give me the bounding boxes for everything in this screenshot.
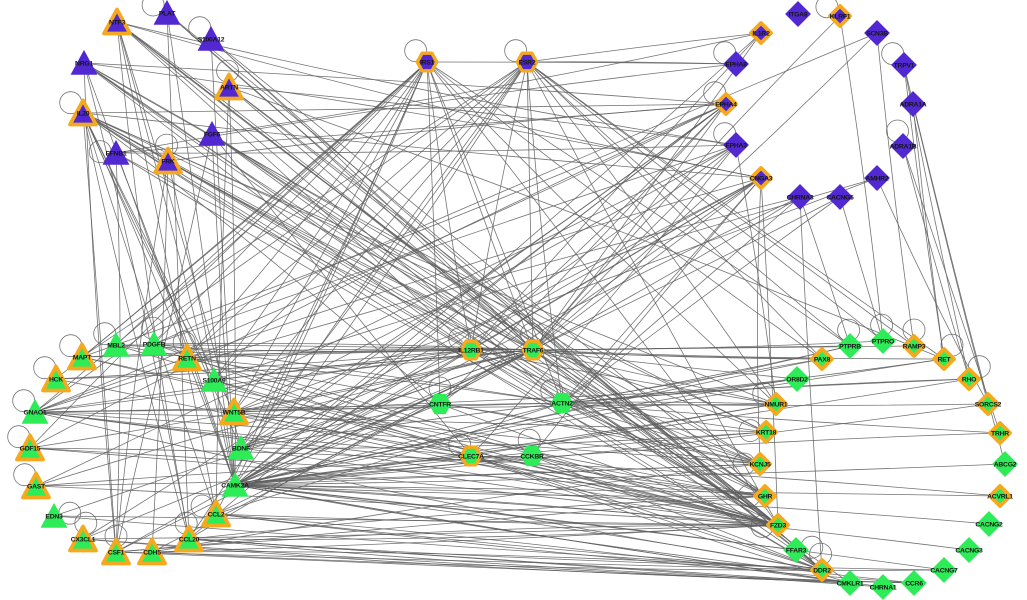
svg-text:AMHR2: AMHR2 — [866, 176, 889, 183]
svg-text:NTF3: NTF3 — [109, 20, 125, 27]
svg-text:CHRNA3: CHRNA3 — [787, 195, 814, 202]
svg-text:SORCS2: SORCS2 — [975, 402, 1002, 409]
svg-text:CSF1: CSF1 — [108, 550, 125, 557]
svg-text:TRHR: TRHR — [991, 431, 1009, 438]
svg-text:KLRF1: KLRF1 — [830, 14, 851, 21]
svg-text:NRG1: NRG1 — [75, 61, 93, 68]
svg-text:IL20: IL20 — [77, 111, 90, 118]
svg-text:TRAF6: TRAF6 — [523, 348, 544, 355]
svg-text:FZD3: FZD3 — [770, 523, 786, 530]
svg-text:ADRA1B: ADRA1B — [890, 144, 917, 151]
svg-text:EDN3: EDN3 — [45, 514, 63, 521]
svg-text:CNTFR: CNTFR — [429, 402, 451, 409]
svg-text:GNAO1: GNAO1 — [24, 410, 47, 417]
svg-text:CDH5: CDH5 — [143, 550, 161, 557]
svg-text:PTPRO: PTPRO — [872, 339, 894, 346]
svg-text:NMUR1: NMUR1 — [765, 402, 788, 409]
svg-text:MBL2: MBL2 — [107, 343, 125, 350]
svg-text:FFAR3: FFAR3 — [786, 548, 807, 555]
svg-text:PTPRB: PTPRB — [839, 344, 861, 351]
svg-text:EFNB1: EFNB1 — [105, 151, 127, 158]
svg-text:PAX8: PAX8 — [814, 357, 831, 364]
svg-text:CCL20: CCL20 — [179, 537, 200, 544]
svg-text:GDF15: GDF15 — [20, 446, 41, 453]
svg-text:RET: RET — [938, 357, 952, 364]
svg-text:KCNJ5: KCNJ5 — [749, 462, 771, 469]
svg-text:BDNF: BDNF — [232, 446, 250, 453]
svg-text:GHR: GHR — [758, 494, 773, 501]
svg-text:HCK: HCK — [49, 377, 63, 384]
svg-text:RAMP3: RAMP3 — [903, 344, 926, 351]
svg-text:CLEC7A: CLEC7A — [458, 454, 484, 461]
svg-text:ESR2: ESR2 — [519, 60, 536, 67]
svg-text:MAPT: MAPT — [73, 355, 92, 362]
svg-text:EPHA3: EPHA3 — [725, 143, 747, 150]
svg-text:CACNG2: CACNG2 — [975, 522, 1003, 529]
svg-text:CACNG3: CACNG3 — [955, 548, 983, 555]
svg-text:S100A12: S100A12 — [198, 37, 225, 44]
svg-text:ITGA8: ITGA8 — [789, 12, 808, 19]
svg-text:OR8D2: OR8D2 — [786, 377, 808, 384]
svg-text:PDGFB: PDGFB — [143, 342, 166, 349]
svg-text:EPHA8: EPHA8 — [725, 62, 747, 69]
svg-text:ARTN: ARTN — [220, 85, 238, 92]
svg-text:ACVRL1: ACVRL1 — [987, 494, 1013, 501]
svg-text:S100A9: S100A9 — [202, 378, 226, 385]
svg-text:FRK: FRK — [161, 159, 175, 166]
svg-text:PLAT: PLAT — [159, 11, 176, 18]
svg-text:CACNG7: CACNG7 — [930, 568, 958, 575]
svg-text:CCR6: CCR6 — [905, 581, 923, 588]
svg-text:ABCG2: ABCG2 — [994, 462, 1017, 469]
svg-text:RETN: RETN — [178, 356, 196, 363]
svg-text:IRS1: IRS1 — [420, 60, 435, 67]
svg-text:ADRA1A: ADRA1A — [900, 102, 927, 109]
svg-text:IL1R2: IL1R2 — [752, 31, 770, 38]
svg-text:KRT18: KRT18 — [756, 430, 777, 437]
svg-text:CMKLR1: CMKLR1 — [837, 581, 864, 588]
svg-text:IL12RB1: IL12RB1 — [458, 348, 484, 355]
svg-text:EPHA4: EPHA4 — [715, 102, 737, 109]
svg-text:GAST: GAST — [27, 484, 46, 491]
svg-text:CNGA3: CNGA3 — [750, 176, 773, 183]
svg-text:CCL2: CCL2 — [208, 512, 225, 519]
svg-text:CACNG5: CACNG5 — [826, 195, 854, 202]
svg-text:FGF6: FGF6 — [204, 132, 221, 139]
svg-text:RHO: RHO — [962, 377, 976, 384]
svg-text:ACTN2: ACTN2 — [551, 401, 573, 408]
svg-text:CCKBR: CCKBR — [520, 454, 544, 461]
svg-text:DDR2: DDR2 — [813, 568, 831, 575]
svg-text:WNT5B: WNT5B — [223, 410, 246, 417]
svg-text:TRPV1: TRPV1 — [894, 63, 915, 70]
svg-text:SCN3B: SCN3B — [866, 31, 888, 38]
svg-text:CHRNA1: CHRNA1 — [870, 585, 897, 592]
svg-text:CAMK2A: CAMK2A — [221, 483, 249, 490]
svg-text:CX3CL1: CX3CL1 — [71, 537, 96, 544]
